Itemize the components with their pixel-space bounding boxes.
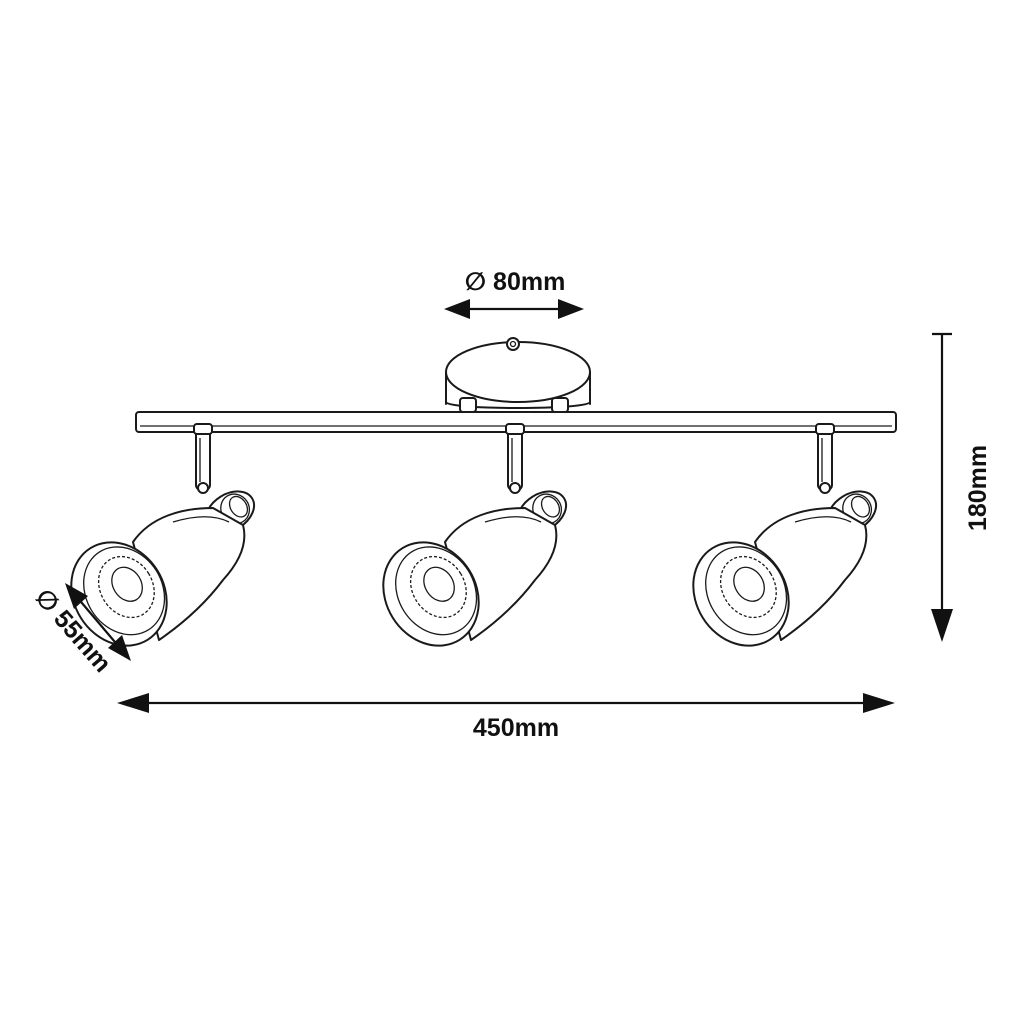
height-dimension: 180mm: [931, 332, 992, 642]
height-label: 180mm: [964, 445, 992, 531]
canopy-diameter-dimension: ∅ 80mm: [444, 268, 584, 319]
width-label: 450mm: [473, 714, 559, 742]
spotlight-center: [363, 423, 575, 665]
spotlight-right: [673, 423, 885, 665]
width-dimension: 450mm: [117, 693, 895, 742]
canopy: [445, 337, 591, 413]
canopy-diameter-label: ∅ 80mm: [465, 268, 566, 296]
